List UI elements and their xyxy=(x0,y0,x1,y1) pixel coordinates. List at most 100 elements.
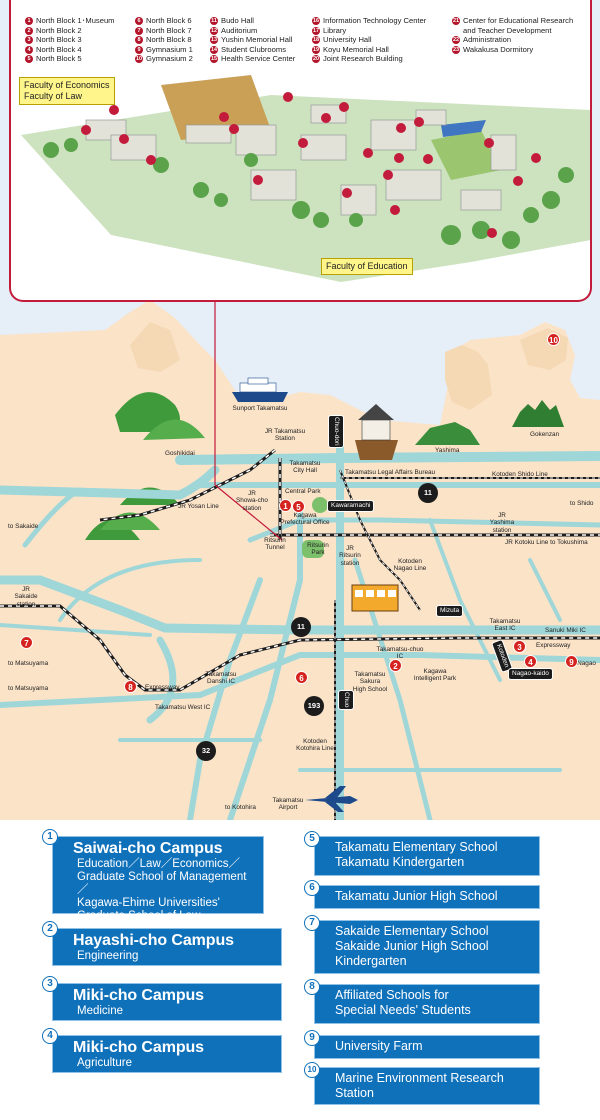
campus-pin-3[interactable]: 3 xyxy=(513,640,526,653)
building-name: Library xyxy=(323,25,347,35)
building-number-badge: 15 xyxy=(210,55,218,64)
legend-text: Sakaide Elementary School Sakaide Junior… xyxy=(335,924,489,968)
campus-pin-4[interactable]: 4 xyxy=(524,655,537,668)
roads xyxy=(0,416,600,820)
legend-item-4[interactable]: Miki-cho Campus Agriculture xyxy=(52,1035,282,1073)
building-name: Gymnasium 1 xyxy=(146,44,193,54)
building-name: North Block 8 xyxy=(146,35,192,45)
to-matsuyama-label-2: to Matsuyama xyxy=(8,685,49,692)
chuo-dori-sign: Chuo-dori xyxy=(328,415,344,448)
takamatsu-chuo-label: Takamatsu-chuo IC xyxy=(376,646,424,661)
building-name: North Block 3 xyxy=(36,35,82,45)
legend-item-3[interactable]: Miki-cho Campus Medicine xyxy=(52,983,282,1021)
legend-item-10[interactable]: Marine Environment Research Station xyxy=(314,1067,540,1105)
legend-text: Marine Environment Research Station xyxy=(335,1071,504,1100)
building-name: Auditorium xyxy=(221,25,258,35)
campus-inset: Faculty of Economics Faculty of Law Facu… xyxy=(9,0,592,302)
faculty-tag-education: Faculty of Education xyxy=(321,258,413,275)
building-number-badge: 11 xyxy=(210,17,218,25)
building-number-badge: 2 xyxy=(25,26,33,35)
takamatsu-west-ic-label: Takamatsu West IC xyxy=(155,704,211,711)
route-sign-chuo: Chuo xyxy=(338,690,354,710)
faculty-tag-econ-law: Faculty of Economics Faculty of Law xyxy=(19,77,115,105)
legend-text: University Farm xyxy=(335,1039,423,1053)
legend-text: Takamatu Junior High School xyxy=(335,889,498,903)
building-name: Administration xyxy=(463,35,512,45)
legend-item-9[interactable]: University Farm xyxy=(314,1035,540,1059)
campus-pin-2[interactable]: 2 xyxy=(389,659,402,672)
building-number-badge: 12 xyxy=(210,26,218,35)
building-number-badge: 4 xyxy=(25,45,33,54)
jr-takamatsu-label: JR Takamatsu Station xyxy=(264,428,306,443)
legend-subtitle: Engineering xyxy=(77,950,139,962)
building-name: Joint Research Building xyxy=(323,54,403,64)
jr-sakaide-label: JR Sakaide station xyxy=(14,586,38,608)
building-name: Koyu Memorial Hall xyxy=(323,44,389,54)
legend-item-8[interactable]: Affiliated Schools for Special Needs' St… xyxy=(314,984,540,1024)
building-number-badge: 18 xyxy=(312,36,320,45)
building-number-badge: 17 xyxy=(312,26,320,35)
castle-icon xyxy=(355,404,398,460)
legend-subtitle: Agriculture xyxy=(77,1057,132,1069)
legend-item-6[interactable]: Takamatu Junior High School xyxy=(314,885,540,909)
building-number-badge: 3 xyxy=(25,36,33,45)
legend-item-5[interactable]: Takamatu Elementary School Takamatu Kind… xyxy=(314,836,540,876)
campus-pin-10[interactable]: 10 xyxy=(547,333,560,346)
building-name: North Block 2 xyxy=(36,25,82,35)
building-number-badge: 10 xyxy=(135,55,143,64)
building-number-badge: 7 xyxy=(135,26,143,35)
kagawa-pref-label: Kagawa Prefectural Office xyxy=(280,512,330,527)
legend-badge-7: 7 xyxy=(304,915,320,931)
expressway-west-label: Expressway xyxy=(145,684,180,691)
intelligent-park-label: Kagawa Intelligent Park xyxy=(413,668,457,683)
to-matsuyama-label-1: to Matsuyama xyxy=(8,660,49,667)
campus-pin-6[interactable]: 6 xyxy=(295,671,308,684)
jr-yashima-label: JR Yashima station xyxy=(489,512,515,534)
goshikidai-label: Goshikidai xyxy=(165,450,195,457)
legend-badge-2: 2 xyxy=(42,921,58,937)
building-name: Gymnasium 2 xyxy=(146,54,193,64)
campus-pin-5[interactable]: 5 xyxy=(292,500,305,513)
road-32-sign: 32 xyxy=(196,741,216,761)
legend-item-1[interactable]: Saiwai-cho Campus Education／Law／Economic… xyxy=(52,836,264,922)
to-kotohira-label: to Kotohira xyxy=(225,804,256,811)
building-name: North Block 1･Museum xyxy=(36,16,115,25)
kotoden-nagao-label: Kotoden Nagao Line xyxy=(393,558,427,573)
building-number-badge: 16 xyxy=(312,17,320,25)
campus-pin-8[interactable]: 8 xyxy=(124,680,137,693)
legend-text: Takamatu Elementary School Takamatu Kind… xyxy=(335,840,498,869)
legend-badge-10: 10 xyxy=(304,1062,320,1078)
legend-item-2[interactable]: Hayashi-cho Campus Engineering xyxy=(52,928,282,966)
building-number-badge: 14 xyxy=(210,45,218,54)
city-hall-label: Takamatsu City Hall xyxy=(289,460,321,475)
legend-item-7[interactable]: Sakaide Elementary School Sakaide Junior… xyxy=(314,920,540,974)
expressway-east-label: Expressway xyxy=(536,642,571,649)
building-name: North Block 7 xyxy=(146,25,192,35)
building-name: Budo Hall xyxy=(221,16,254,25)
jr-ritsurin-label: JR Ritsurin station xyxy=(339,545,361,567)
legend-badge-9: 9 xyxy=(304,1030,320,1046)
campus-pin-9[interactable]: 9 xyxy=(565,655,578,668)
building-number-badge: 9 xyxy=(135,45,143,54)
building-number-badge: 20 xyxy=(312,55,320,64)
building-name: Information Technology Center xyxy=(323,16,427,25)
campus-pin-1[interactable]: 1 xyxy=(279,499,292,512)
railways xyxy=(0,448,600,820)
ritsurin-park-label: Ritsurin Park xyxy=(307,542,329,557)
campus-pin-7[interactable]: 7 xyxy=(20,636,33,649)
